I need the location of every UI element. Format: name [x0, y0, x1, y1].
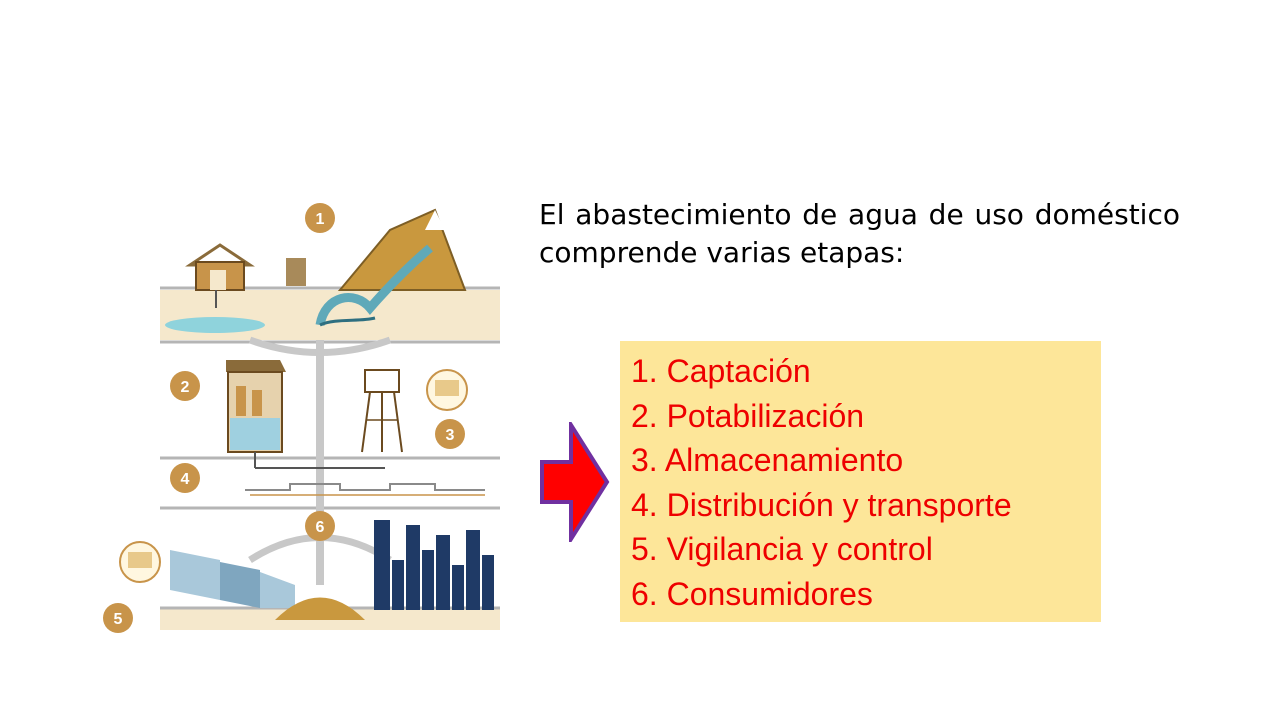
stage-marker-1: 1 — [305, 203, 335, 233]
houses — [170, 550, 295, 608]
stage-item-almacenamiento: 3. Almacenamiento — [631, 442, 904, 478]
svg-text:1: 1 — [316, 211, 325, 228]
city-buildings — [374, 520, 494, 610]
stage-marker-5: 5 — [103, 603, 133, 633]
sand-pile — [275, 597, 365, 620]
stage-marker-2: 2 — [170, 371, 200, 401]
inspector-icon — [426, 369, 468, 411]
distribution-pipes — [245, 483, 485, 491]
water-supply-illustration: 1 2 3 4 5 6 — [103, 203, 500, 633]
stage-marker-6: 6 — [305, 511, 335, 541]
stage-item-consumidores: 6. Consumidores — [631, 575, 873, 612]
stage-box: 1. Captación 2. Potabilización 3. Almace… — [620, 341, 1101, 622]
stage-list: 1. Captación 2. Potabilización 3. Almace… — [631, 349, 1101, 616]
stage-item-distribucion: 4. Distribución y transporte — [631, 486, 1012, 523]
stage-marker-3: 3 — [435, 419, 465, 449]
stage-item-captacion: 1. Captación — [631, 353, 811, 389]
svg-text:5: 5 — [114, 611, 123, 628]
aquifer — [165, 317, 265, 333]
pump-house — [185, 243, 255, 308]
water-tower — [361, 369, 403, 453]
intro-text: El abastecimiento de agua de uso domésti… — [539, 198, 1180, 269]
right-arrow-icon — [540, 422, 610, 542]
svg-text:4: 4 — [181, 471, 190, 488]
treatment-plant — [226, 360, 286, 453]
svg-text:6: 6 — [316, 519, 325, 536]
stage-marker-4: 4 — [170, 463, 200, 493]
svg-text:3: 3 — [446, 427, 455, 444]
stage-item-vigilancia: 5. Vigilancia y control — [631, 531, 933, 567]
stage-item-potabilizacion: 2. Potabilización — [631, 397, 865, 434]
svg-text:2: 2 — [181, 379, 190, 396]
river — [315, 244, 433, 327]
inspector-icon — [119, 541, 161, 583]
well — [286, 258, 306, 286]
